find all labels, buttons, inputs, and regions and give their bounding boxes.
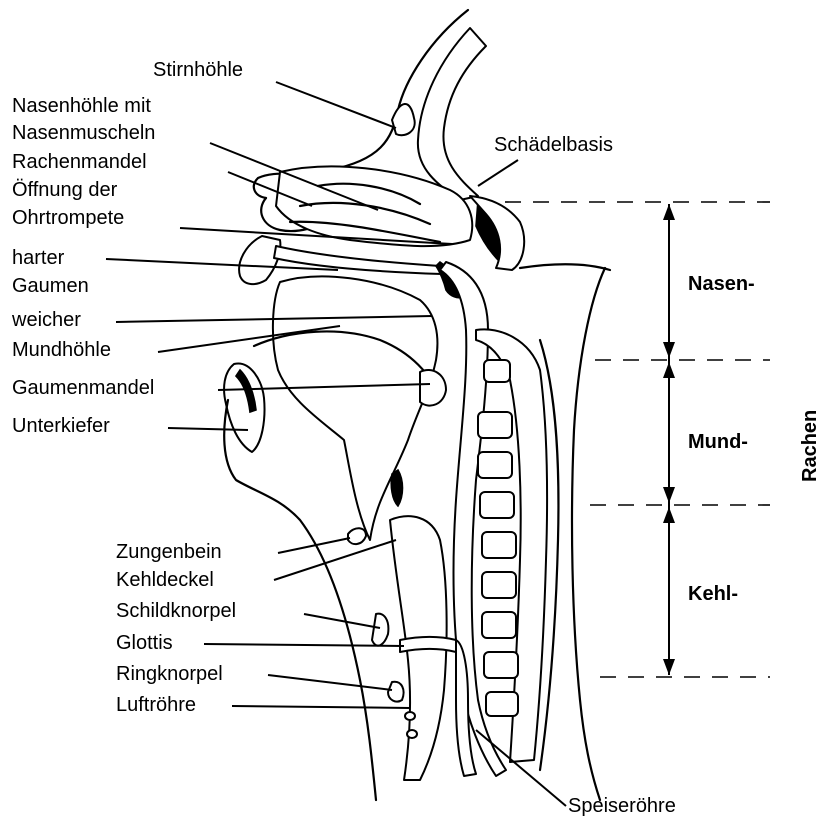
- glottis-band: [400, 637, 456, 652]
- label-zungenbein: Zungenbein: [116, 541, 222, 563]
- label-section-mund: Mund-: [688, 431, 748, 453]
- thyroid-cartilage: [372, 614, 388, 646]
- leader-ringknorpel: [268, 675, 392, 690]
- label-ringknorpel: Ringknorpel: [116, 663, 223, 685]
- occiput-outline: [520, 264, 610, 270]
- label-speiseroehre: Speiseröhre: [568, 795, 676, 817]
- palatine-tonsil: [420, 370, 446, 406]
- label-stirnhoehle: Stirnhöhle: [153, 59, 243, 81]
- frontal-bone: [418, 28, 486, 200]
- label-weicher-line2: Mundhöhle: [12, 339, 111, 361]
- arrow-head-mid2-up: [663, 487, 675, 503]
- label-nasenhoehle-line2: Nasenmuscheln: [12, 122, 155, 144]
- frontal-sinus: [392, 104, 415, 135]
- leader-kehldeckel: [274, 540, 396, 580]
- label-gaumenmandel: Gaumenmandel: [12, 377, 154, 399]
- label-ohrtrompete-line1: Öffnung der: [12, 179, 118, 201]
- leader-schaedelbasis: [478, 160, 518, 186]
- label-harter-line1: harter: [12, 247, 65, 269]
- label-section-nasen: Nasen-: [688, 273, 755, 295]
- label-schaedelbasis: Schädelbasis: [494, 134, 613, 156]
- arrow-head-mid1-up: [663, 342, 675, 358]
- label-schildknorpel: Schildknorpel: [116, 600, 236, 622]
- label-unterkiefer: Unterkiefer: [12, 415, 110, 437]
- arrow-head-bottom: [663, 659, 675, 675]
- leader-stirnhoehle: [276, 82, 396, 128]
- hard-palate: [274, 246, 442, 274]
- label-rachenmandel: Rachenmandel: [12, 151, 147, 173]
- vertebrae: [478, 360, 518, 716]
- label-kehldeckel: Kehldeckel: [116, 569, 214, 591]
- label-rachen: Rachen: [799, 410, 820, 482]
- arrow-head-mid1-down: [663, 362, 675, 378]
- label-glottis: Glottis: [116, 632, 173, 654]
- leader-luftroehre: [232, 706, 410, 708]
- leader-schildknorpel: [304, 614, 380, 628]
- label-nasenhoehle-line1: Nasenhöhle mit: [12, 95, 151, 117]
- upper-lip: [239, 236, 280, 284]
- hyoid-bone: [348, 528, 366, 544]
- label-ohrtrompete-line2: Ohrtrompete: [12, 207, 124, 229]
- label-harter-line2: Gaumen: [12, 275, 89, 297]
- label-section-kehl: Kehl-: [688, 583, 738, 605]
- back-of-neck-outline: [572, 268, 605, 800]
- label-weicher-line1: weicher: [11, 309, 81, 331]
- arrow-head-mid2-down: [663, 507, 675, 523]
- cricoid-cartilage: [388, 682, 404, 702]
- label-luftroehre: Luftröhre: [116, 694, 196, 716]
- arrow-head-top: [663, 204, 675, 220]
- epiglottis-dark: [391, 470, 402, 506]
- head-section-drawing: [224, 10, 610, 800]
